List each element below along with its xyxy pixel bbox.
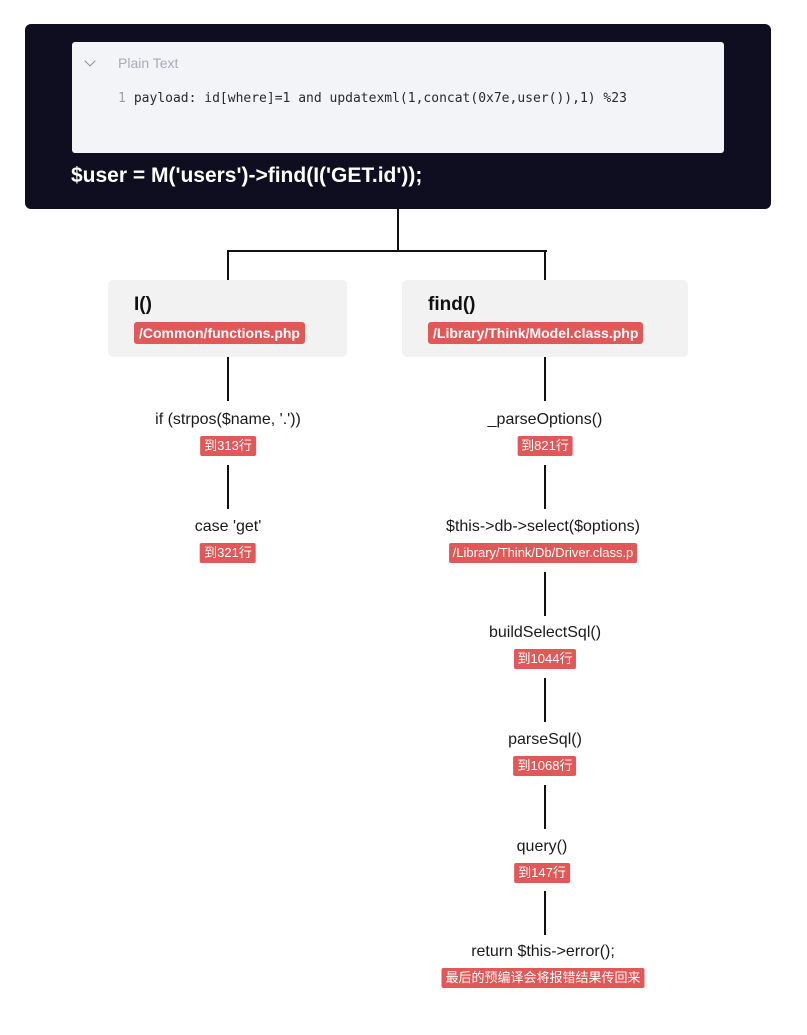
connector-root-down: [397, 209, 399, 252]
connector: [544, 572, 546, 616]
line-tag: 到1044行: [513, 649, 577, 669]
connector: [227, 357, 229, 401]
step-label: _parseOptions(): [487, 411, 603, 428]
step-node: query() 到147行: [514, 837, 570, 883]
step-label: case 'get': [194, 518, 262, 535]
step-node: buildSelectSql() 到1044行: [489, 623, 601, 669]
root-title: $user = M('users')->find(I('GET.id'));: [71, 164, 423, 187]
connector: [544, 678, 546, 722]
file-tag: /Library/Think/Db/Driver.class.p: [448, 543, 638, 563]
result-tag: 最后的预编译会将报错结果传回来: [441, 968, 645, 988]
connector-horizontal: [227, 250, 547, 252]
step-label: query(): [516, 838, 568, 855]
connector: [544, 465, 546, 509]
step-node: parseSql() 到1068行: [508, 730, 582, 776]
connector: [544, 891, 546, 935]
code-language-label: Plain Text: [118, 55, 179, 71]
chevron-down-icon[interactable]: [84, 55, 96, 67]
branch-title: find(): [428, 294, 476, 315]
step-label: return $this->error();: [471, 943, 615, 960]
root-node: Plain Text 1 payload: id[where]=1 and upd…: [25, 24, 771, 209]
connector-to-right-branch: [544, 250, 546, 280]
file-tag: /Common/functions.php: [134, 322, 305, 344]
code-text: payload: id[where]=1 and updatexml(1,con…: [133, 91, 627, 106]
step-node: if (strpos($name, '.')) 到313行: [155, 410, 301, 456]
line-tag: 到1068行: [513, 756, 577, 776]
file-tag: /Library/Think/Model.class.php: [428, 322, 644, 344]
step-node: _parseOptions() 到821行: [487, 410, 603, 456]
step-node: $this->db->select($options) /Library/Thi…: [446, 517, 640, 568]
line-tag: 到821行: [517, 436, 573, 456]
connector: [544, 785, 546, 829]
code-line: 1 payload: id[where]=1 and updatexml(1,co…: [118, 91, 627, 106]
line-tag: 到313行: [200, 436, 256, 456]
step-node: case 'get' 到321行: [194, 517, 262, 563]
code-block: Plain Text 1 payload: id[where]=1 and upd…: [72, 42, 724, 153]
connector: [227, 465, 229, 509]
line-tag: 到321行: [200, 543, 256, 563]
step-label: buildSelectSql(): [488, 624, 602, 641]
step-label: if (strpos($name, '.')): [155, 411, 301, 428]
connector-to-left-branch: [227, 250, 229, 280]
branch-title: I(): [134, 294, 152, 315]
step-node: return $this->error(); 最后的预编译会将报错结果传回来: [441, 942, 645, 988]
code-block-header[interactable]: Plain Text: [84, 55, 179, 71]
step-label: $this->db->select($options): [446, 518, 640, 535]
line-number: 1: [118, 91, 126, 106]
branch-right: find() /Library/Think/Model.class.php: [402, 280, 688, 357]
step-label: parseSql(): [508, 731, 582, 748]
line-tag: 到147行: [514, 863, 570, 883]
branch-left: I() /Common/functions.php: [108, 280, 347, 357]
connector: [544, 357, 546, 401]
